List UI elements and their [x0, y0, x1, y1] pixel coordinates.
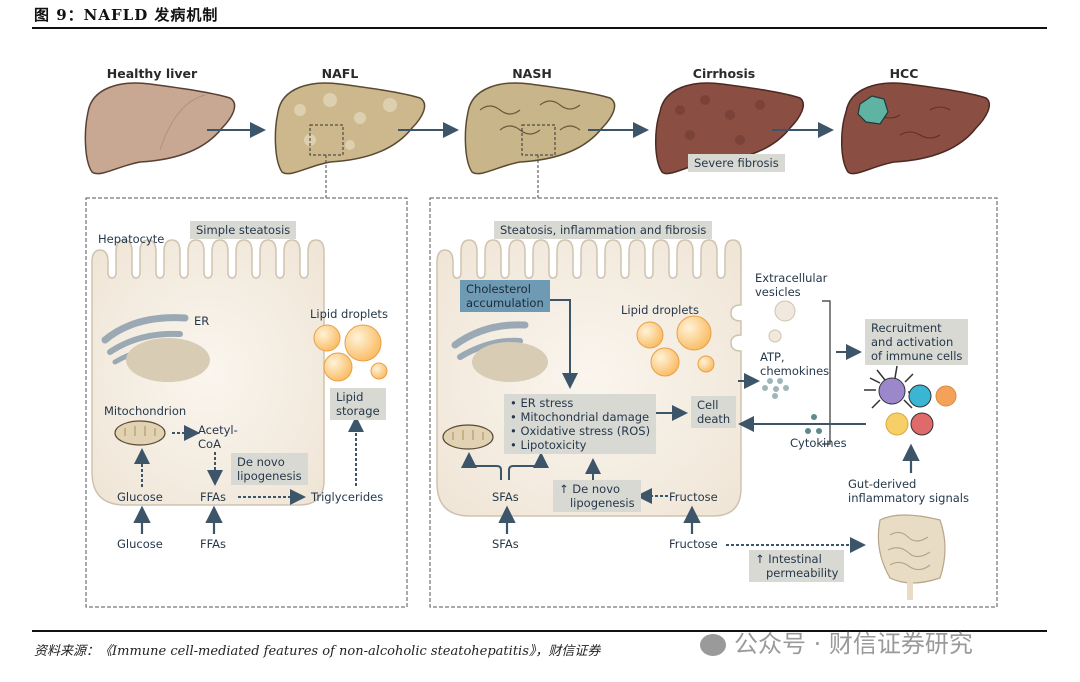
atp-chemokines-label: ATP, chemokines [760, 350, 830, 378]
lipid-droplets-icon-nash [636, 315, 715, 377]
lipid-droplets-label: Lipid droplets [310, 307, 388, 321]
red-immune-cell-icon [910, 412, 934, 436]
lipid-droplets-icon [313, 324, 388, 382]
sfas-intracellular-label: SFAs [492, 490, 519, 504]
sfas-extracellular-label: SFAs [492, 537, 519, 551]
er-icon-nash [451, 321, 529, 349]
triglycerides-label: Triglycerides [311, 490, 384, 504]
stage-label-healthy: Healthy liver [106, 66, 198, 81]
mitochondrion-label: Mitochondrion [104, 404, 187, 418]
er-label: ER [194, 314, 210, 328]
stress-item: • Oxidative stress (ROS) [510, 424, 651, 438]
title-rule [32, 27, 1047, 29]
dendritic-cell-icon [864, 365, 920, 409]
macrophage-icon [935, 385, 957, 407]
lipid-droplets-label-nash: Lipid droplets [621, 303, 699, 317]
de-novo-lipogenesis-box-nash: ↑ De novo lipogenesis [553, 480, 641, 512]
simple-steatosis-box: Simple steatosis [190, 221, 297, 239]
stress-item: • Mitochondrial damage [510, 410, 650, 424]
stress-item: • ER stress [510, 396, 574, 410]
neutrophil-icon [885, 412, 909, 436]
nucleus-icon [126, 338, 210, 382]
immune-cells-icon [864, 365, 957, 436]
watermark-text: 公众号 · 财信证券研究 [734, 630, 973, 658]
acetyl-coa-label: Acetyl- CoA [198, 423, 238, 451]
chemokine-dots-icon [762, 378, 789, 399]
fructose-intracellular-label: Fructose [669, 490, 718, 504]
cellular-stress-box: • ER stress • Mitochondrial damage • Oxi… [504, 394, 657, 454]
liver-nash [464, 82, 616, 175]
source-note: 资料来源：《Immune cell-mediated features of n… [34, 644, 601, 659]
nafl-panel-border [85, 197, 408, 608]
gut-derived-signals-label: Gut-derived inflammatory signals [848, 477, 969, 505]
nucleus-icon-nash [472, 342, 548, 382]
nash-panel-border [429, 197, 998, 608]
extracellular-vesicles-label: Extracellular vesicles [755, 271, 828, 299]
nafl-hepatocyte [91, 239, 388, 506]
tumor-icon [857, 95, 889, 125]
cholesterol-accumulation-box: Cholesterol accumulation [460, 280, 550, 312]
mitochondrion-icon [114, 420, 166, 446]
footer-rule [32, 630, 1047, 632]
de-novo-lipogenesis-box: De novo lipogenesis [231, 453, 308, 485]
fructose-extracellular-label: Fructose [669, 537, 718, 551]
liver-cirrhosis [655, 82, 804, 175]
lipid-storage-box: Lipid storage [330, 388, 386, 420]
figure-title: 图 9：NAFLD 发病机制 [34, 6, 219, 24]
hepatocyte-label: Hepatocyte [98, 232, 165, 246]
liver-hcc [841, 82, 990, 175]
cell-death-box: Cell death [691, 396, 737, 428]
liver-healthy [84, 82, 236, 175]
wechat-icon [700, 634, 726, 656]
mitochondrion-icon-nash [442, 424, 494, 450]
watermark: 公众号 · 财信证券研究 [700, 624, 973, 659]
stage-label-nash: NASH [512, 66, 552, 81]
severe-fibrosis-box: Severe fibrosis [688, 154, 785, 172]
stage-label-nafl: NAFL [321, 66, 359, 81]
er-icon [101, 314, 189, 344]
glucose-extracellular-label: Glucose [117, 537, 163, 551]
bracket [822, 300, 831, 445]
glucose-intracellular-label: Glucose [117, 490, 163, 504]
cytokine-dots-icon [805, 414, 822, 434]
recruitment-activation-box: Recruitment and activation of immune cel… [865, 319, 969, 365]
cytokines-label: Cytokines [790, 436, 847, 450]
liver-nafl [274, 82, 426, 175]
ffas-intracellular-label: FFAs [200, 490, 227, 504]
ffas-extracellular-label: FFAs [200, 537, 227, 551]
intestinal-permeability-box: ↑ Intestinal permeability [749, 550, 845, 582]
steatosis-inflammation-fibrosis-box: Steatosis, inflammation and fibrosis [494, 221, 713, 239]
intestine-icon [877, 514, 946, 600]
lymphocyte-icon [908, 384, 932, 408]
stress-item: • Lipotoxicity [510, 438, 587, 452]
stage-label-cirrhosis: Cirrhosis [692, 66, 756, 81]
stage-label-hcc: HCC [889, 66, 919, 81]
vesicle-icon [774, 300, 796, 322]
